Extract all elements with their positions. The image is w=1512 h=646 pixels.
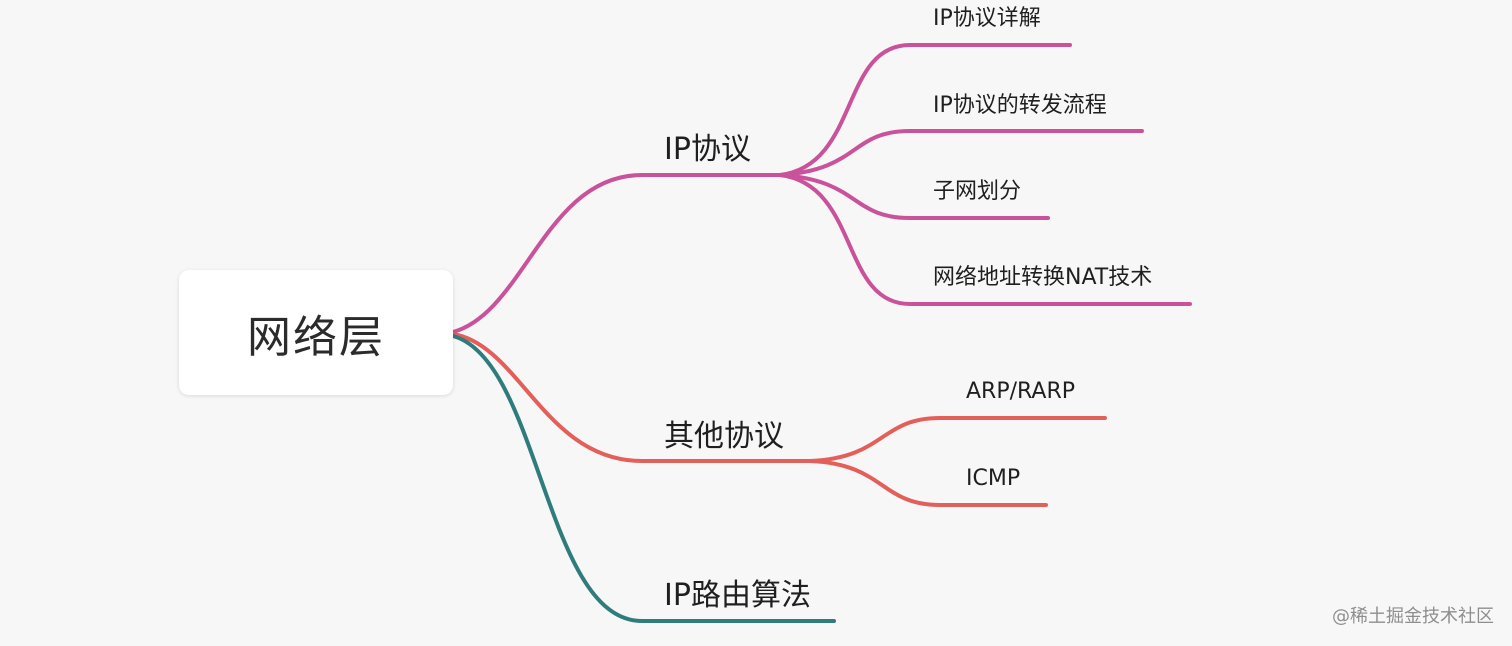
branch-other-protocols-connectors <box>451 332 1107 507</box>
watermark: @稀土掘金技术社区 <box>1332 606 1494 627</box>
connector-root-to-ip-protocol <box>451 173 782 334</box>
node-ip-protocol-detail[interactable]: IP协议详解 <box>933 6 1041 31</box>
node-other-protocols[interactable]: 其他协议 <box>664 419 784 454</box>
node-ip-routing-algorithm[interactable]: IP路由算法 <box>664 578 811 613</box>
connector-other-protocols-to-arp <box>808 416 1107 463</box>
node-subnetting[interactable]: 子网划分 <box>933 179 1022 204</box>
connector-ip-protocol-to-ip-detail <box>778 43 1072 177</box>
connector-ip-protocol-to-subnet <box>778 173 1050 220</box>
connector-root-to-ip-routing <box>451 334 836 623</box>
branch-ip-protocol-connectors <box>451 43 1192 334</box>
node-arp-rarp[interactable]: ARP/RARP <box>966 379 1076 404</box>
connector-other-protocols-to-icmp <box>808 459 1048 507</box>
connector-ip-protocol-to-nat <box>778 173 1192 306</box>
node-ip-forwarding-process[interactable]: IP协议的转发流程 <box>933 93 1107 118</box>
root-node-label: 网络层 <box>247 311 385 363</box>
connector-root-to-other-protocols <box>451 332 812 463</box>
node-icmp[interactable]: ICMP <box>966 466 1021 491</box>
node-ip-protocol[interactable]: IP协议 <box>664 132 751 167</box>
connector-ip-protocol-to-forwarding <box>778 129 1144 177</box>
root-node[interactable]: 网络层 <box>179 270 453 395</box>
branch-ip-routing-connectors <box>451 334 836 623</box>
node-nat[interactable]: 网络地址转换NAT技术 <box>933 265 1153 290</box>
